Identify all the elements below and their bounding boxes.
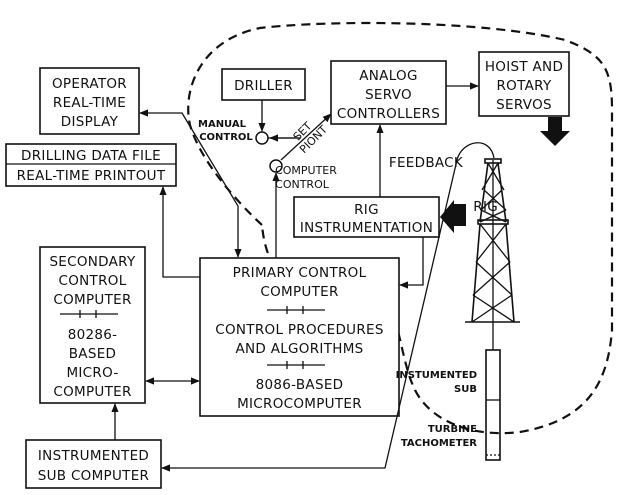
hoist-rotary-servos-block: HOIST AND ROTARY SERVOS	[478, 51, 570, 117]
turbine-tachometer-label-1: TURBINE	[428, 424, 477, 435]
hoist-rotary-line1: HOIST AND	[485, 59, 563, 75]
setpoint-diagonal	[280, 113, 332, 161]
hoist-to-rig-thick-arrow	[540, 117, 570, 146]
driller-label: DRILLER	[234, 78, 293, 94]
analog-servo-line1: ANALOG	[359, 68, 418, 84]
rig-instrumentation-line1: RIG	[354, 202, 379, 218]
operator-display-block: OPERATOR REAL-TIME DISPLAY	[39, 67, 140, 135]
computer-control-switch	[269, 159, 283, 173]
feedback-label: FEEDBACK	[389, 155, 464, 171]
rig-instrumentation-block: RIG INSTRUMENTATION	[293, 196, 440, 238]
operator-display-line2: REAL-TIME	[53, 95, 126, 111]
secondary-line3: COMPUTER	[53, 292, 131, 308]
instrumented-sub-label-2: SUB	[454, 384, 477, 395]
primary-computer-block: PRIMARY CONTROL COMPUTER CONTROL PROCEDU…	[199, 257, 400, 417]
rig-instrumentation-line2: INSTRUMENTATION	[300, 220, 433, 236]
hoist-rotary-line3: SERVOS	[496, 97, 552, 113]
analog-servo-controllers-block: ANALOG SERVO CONTROLLERS	[330, 60, 447, 125]
section-divider	[267, 361, 325, 369]
primary-line4: AND ALGORITHMS	[235, 341, 363, 357]
rig-cable-to-sub-computer	[161, 142, 495, 472]
computer-control-label-2: CONTROL	[275, 178, 330, 191]
turbine-tachometer-label-2: TACHOMETER	[401, 438, 477, 449]
secondary-computer-block: SECONDARY CONTROL COMPUTER 80286- BASED …	[39, 246, 146, 404]
drilling-data-file-label: DRILLING DATA FILE	[21, 148, 161, 164]
rig-to-instrumentation-thick-arrow	[440, 200, 466, 233]
operator-display-line1: OPERATOR	[52, 76, 127, 92]
instrumented-sub-label-1: INSTUMENTED	[396, 370, 477, 381]
secondary-line4: 80286-	[68, 327, 118, 343]
analog-servo-line3: CONTROLLERS	[337, 106, 440, 122]
secondary-line2: CONTROL	[58, 273, 126, 289]
primary-line1: PRIMARY CONTROL	[233, 265, 367, 281]
manual-control-switch	[255, 131, 269, 145]
operator-display-line3: DISPLAY	[61, 114, 119, 130]
secondary-line1: SECONDARY	[49, 254, 136, 270]
section-divider	[267, 306, 325, 314]
secondary-line6: MICRO-	[66, 365, 118, 381]
secondary-line7: COMPUTER	[53, 384, 131, 400]
section-divider	[60, 310, 118, 318]
primary-line3: CONTROL PROCEDURES	[215, 322, 383, 338]
primary-line5: 8086-BASED	[256, 377, 344, 393]
realtime-printout-label: REAL-TIME PRINTOUT	[17, 168, 166, 184]
primary-to-data-file	[159, 186, 200, 278]
primary-line6: MICROCOMPUTER	[237, 396, 362, 412]
data-file-printout-block: DRILLING DATA FILE REAL-TIME PRINTOUT	[5, 143, 177, 187]
analog-servo-line2: SERVO	[365, 87, 412, 103]
manual-control-label-2: CONTROL	[199, 132, 253, 143]
rig-label: RIG	[473, 199, 498, 215]
computer-control-label-1: COMPUTER	[275, 164, 337, 177]
drilling-rig-icon	[465, 158, 520, 461]
rig-instr-to-primary	[399, 237, 424, 289]
manual-control-label-1: MANUAL	[198, 119, 247, 130]
instrumented-sub-computer-block: INSTRUMENTED SUB COMPUTER	[25, 439, 162, 489]
hoist-rotary-line2: ROTARY	[496, 78, 551, 94]
sub-computer-line2: SUB COMPUTER	[38, 468, 149, 484]
driller-block: DRILLER	[221, 68, 306, 101]
primary-to-operator-display	[139, 109, 242, 258]
sub-computer-line1: INSTRUMENTED	[38, 448, 149, 464]
primary-line2: COMPUTER	[260, 284, 338, 300]
secondary-line5: BASED	[69, 346, 117, 362]
